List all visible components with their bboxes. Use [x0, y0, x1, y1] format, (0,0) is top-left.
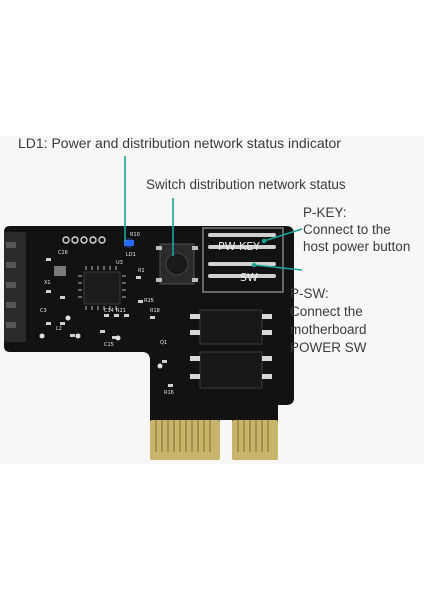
silk-r25: R25	[144, 298, 154, 304]
silk-ld1: LD1	[126, 252, 136, 258]
silk-q1: Q1	[160, 340, 167, 346]
silk-l2: L2	[56, 326, 62, 332]
silk-r21: R21	[116, 308, 126, 314]
silk-r18: R18	[150, 308, 160, 314]
relay-upper	[190, 309, 272, 345]
silk-r10: R10	[130, 232, 140, 238]
silk-u3: U3	[116, 260, 123, 266]
tactile-switch	[156, 243, 198, 285]
silk-sw: SW	[240, 271, 258, 284]
led-ld1	[124, 240, 134, 246]
label-psw-line3: POWER SW	[290, 340, 367, 355]
label-switch: Switch distribution network status	[146, 177, 346, 192]
silk-c16: C16	[58, 250, 68, 256]
crystal	[54, 266, 66, 276]
label-psw-line2: motherboard	[290, 322, 367, 337]
silk-r16: R16	[164, 390, 174, 396]
pointer-psw	[253, 264, 303, 271]
pointer-lines	[124, 156, 303, 271]
silk-r1: R1	[138, 268, 145, 274]
label-psw-line1: Connect the	[290, 304, 363, 319]
mcu-chip	[78, 266, 126, 310]
silk-x1: X1	[44, 280, 51, 286]
label-pkey-title: P-KEY:	[303, 205, 347, 220]
silk-c3: C3	[40, 308, 47, 314]
pointer-pkey	[263, 228, 303, 242]
silk-c15: C15	[104, 342, 114, 348]
label-pkey-line2: host power button	[303, 239, 411, 254]
silk-c14: C14	[104, 308, 114, 314]
label-psw-title: P-SW:	[290, 286, 329, 301]
label-ld1: LD1: Power and distribution network stat…	[18, 135, 341, 151]
label-pkey-line1: Connect to the	[303, 222, 391, 237]
silk-pw-key: PW KEY	[218, 240, 260, 253]
relay-lower	[190, 351, 272, 389]
pcb-board	[4, 226, 294, 448]
edge-connector	[150, 420, 278, 460]
